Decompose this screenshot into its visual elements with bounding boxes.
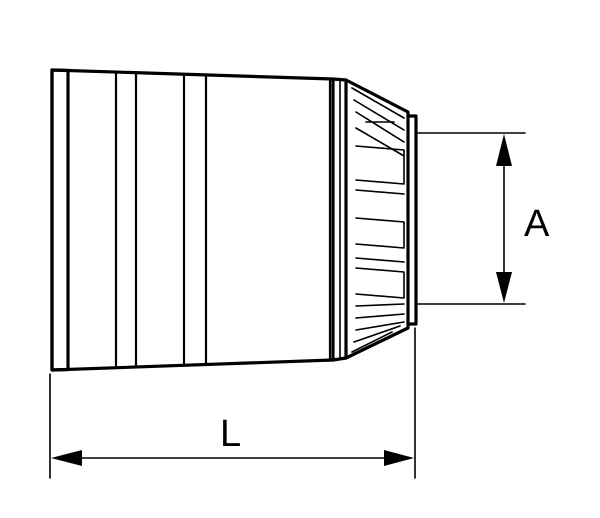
- dimension-a: A: [417, 132, 550, 305]
- groove-2: [182, 72, 208, 367]
- dimension-l-arrow-right: [384, 450, 414, 466]
- shoulder-flange: [331, 77, 348, 362]
- tapered-nose: [344, 78, 418, 360]
- dimension-l: L: [49, 327, 416, 479]
- dimension-l-label: L: [220, 413, 241, 455]
- dimension-a-arrow-top: [496, 134, 512, 166]
- dimension-a-arrow-bottom: [496, 272, 512, 303]
- cylinder-body: [50, 68, 335, 372]
- nose-ribs: [351, 87, 405, 353]
- dimension-a-label: A: [524, 203, 550, 245]
- left-end-cap: [50, 68, 70, 372]
- nose-tip: [406, 114, 418, 326]
- body-outline: [50, 68, 335, 372]
- groove-1: [114, 70, 138, 370]
- dimension-l-arrow-left: [51, 450, 82, 466]
- nose-outline: [344, 78, 410, 360]
